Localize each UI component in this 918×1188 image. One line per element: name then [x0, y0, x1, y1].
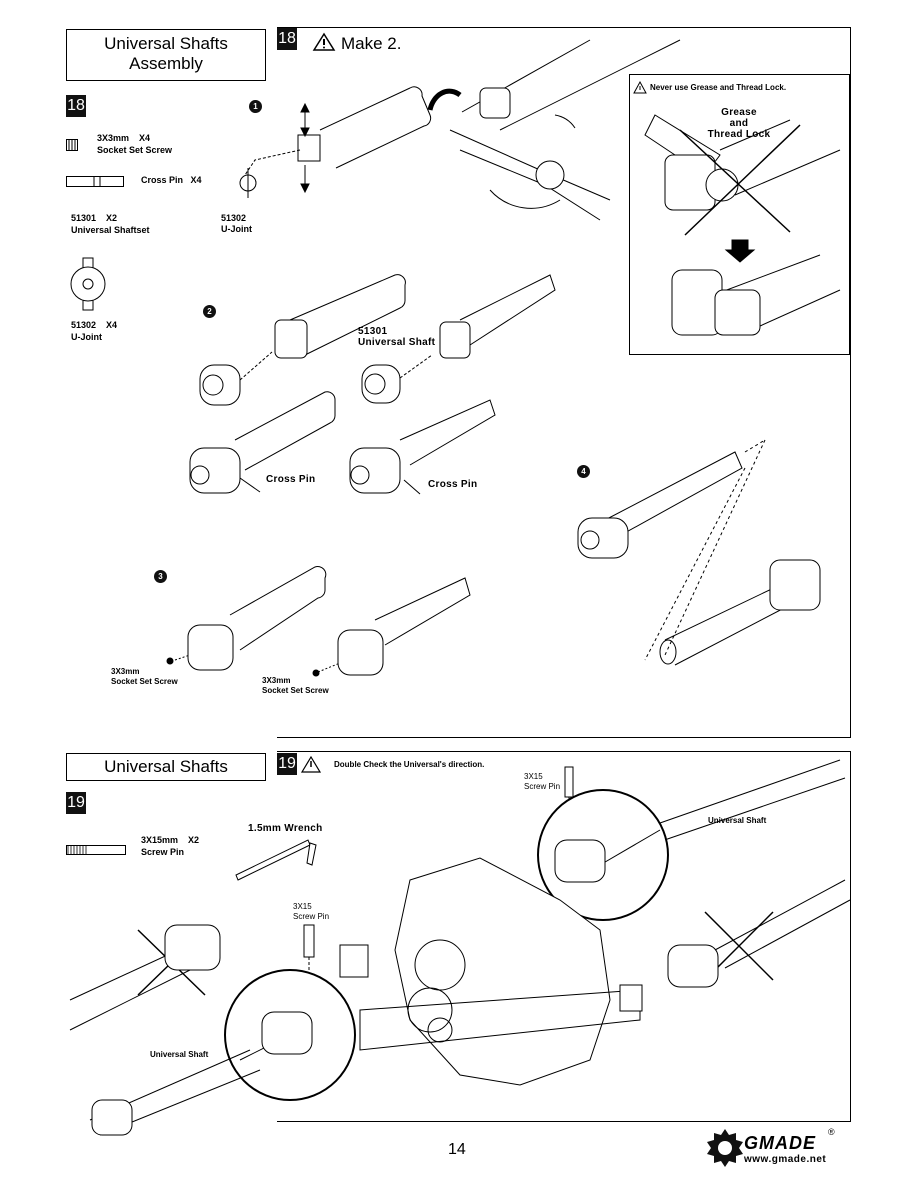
- step19-gearbox: [339, 857, 643, 1086]
- cross-pin-qty: Cross Pin X4: [141, 175, 202, 185]
- ujoint-part-icon: [66, 257, 110, 311]
- thread-lock-label: Thread Lock: [707, 129, 771, 140]
- step19-wrench: [235, 839, 317, 881]
- set-screw-qty: 3X3mm X4: [97, 133, 151, 143]
- screw-pin-name-1: Screw Pin: [524, 782, 561, 791]
- step19-badge-main: 19: [277, 753, 297, 775]
- ujoint-name: U-Joint: [71, 332, 102, 342]
- substep2-drawings: [189, 274, 556, 495]
- cross-pin-label-2: Cross Pin: [428, 479, 478, 490]
- step19-screw-pin-2: [303, 924, 315, 1000]
- substep-3-badge: 3: [154, 570, 167, 583]
- screw-pin-part-icon: [66, 842, 126, 855]
- shaft-code-label: 51301: [358, 326, 388, 337]
- step18-frame-right: [850, 27, 851, 737]
- screw-pin-name-2: Screw Pin: [293, 912, 330, 921]
- universal-shaft-label-1: Universal Shaft: [708, 816, 767, 825]
- registered-mark: ®: [828, 1127, 835, 1137]
- step18-frame-top: [277, 27, 850, 28]
- step19-warning-text: Double Check the Universal's direction.: [334, 760, 485, 769]
- ujoint-code-label: 51302: [221, 213, 247, 223]
- step19-badge-parts: 19: [66, 792, 86, 814]
- step18-badge-parts: 18: [66, 95, 86, 117]
- shaft-name-label: Universal Shaft: [358, 337, 436, 348]
- screw-size-label-2: 3X3mm: [262, 676, 291, 685]
- gmade-gear-icon: [707, 1129, 743, 1167]
- substep1-shaft-drawing: [239, 86, 432, 198]
- step18-title-box: Universal Shafts Assembly: [66, 29, 266, 81]
- cross-pin-label-1: Cross Pin: [266, 474, 316, 485]
- substep3-drawings: [166, 566, 471, 677]
- gmade-brand-text: GMADE: [744, 1133, 816, 1153]
- set-screw-part-icon: [66, 138, 78, 151]
- step19-title: Universal Shafts: [104, 757, 228, 776]
- step18-title-line2: Assembly: [129, 54, 203, 73]
- step19-top-shaft: [537, 759, 846, 921]
- and-label: and: [729, 118, 749, 129]
- footer-rule: [277, 1121, 851, 1122]
- step18-title-line1: Universal Shafts: [104, 34, 228, 53]
- set-screw-name: Socket Set Screw: [97, 145, 173, 155]
- step19-screw-pin-1: [564, 766, 574, 835]
- substep-4-badge: 4: [577, 465, 590, 478]
- screw-pin-name: Screw Pin: [141, 847, 185, 857]
- page-number: 14: [448, 1141, 466, 1158]
- shaftset-name: Universal Shaftset: [71, 225, 150, 235]
- screw-size-label-1: 3X3mm: [111, 667, 140, 676]
- shaftset-qty: 51301 X2: [71, 213, 118, 223]
- screw-name-label-1: Socket Set Screw: [111, 677, 178, 686]
- gmade-website: www.gmade.net: [744, 1154, 827, 1165]
- screw-pin-size-2: 3X15: [293, 902, 312, 911]
- gmade-logo: [705, 1127, 840, 1167]
- grease-warning-text: Never use Grease and Thread Lock.: [650, 83, 787, 92]
- wrench-label: 1.5mm Wrench: [248, 823, 323, 834]
- screw-pin-size-1: 3X15: [524, 772, 543, 781]
- step19-bottom-shaft: [69, 939, 356, 1136]
- step19-frame-top: [277, 751, 850, 752]
- screw-name-label-2: Socket Set Screw: [262, 686, 329, 695]
- make-quantity-text: Make 2.: [341, 34, 402, 53]
- step19-title-box: Universal Shafts: [66, 753, 266, 781]
- step19-frame-right: [850, 751, 851, 1121]
- substep-1-badge: 1: [249, 100, 262, 113]
- step19-cross-marks: [137, 879, 851, 996]
- universal-shaft-label-2: Universal Shaft: [150, 1050, 209, 1059]
- screw-pin-qty: 3X15mm X2: [141, 835, 200, 845]
- substep4-drawings: [577, 439, 821, 666]
- ujoint-name-label: U-Joint: [221, 224, 252, 234]
- step18-frame-bottom: [277, 737, 851, 738]
- substep-2-badge: 2: [203, 305, 216, 318]
- grease-label: Grease: [721, 107, 757, 118]
- step18-badge-main: 18: [277, 28, 297, 50]
- cross-pin-part-icon: [66, 174, 124, 187]
- ujoint-qty: 51302 X4: [71, 320, 118, 330]
